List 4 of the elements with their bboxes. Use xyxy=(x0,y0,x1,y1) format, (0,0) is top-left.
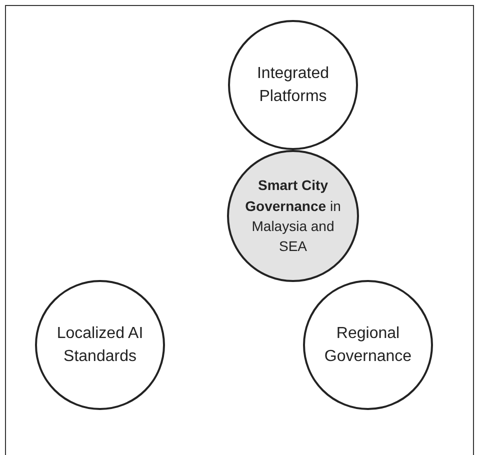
circle-label: Regional Governance xyxy=(323,324,413,367)
circle-label: Localized AI Standards xyxy=(56,324,144,367)
circle-label: Integrated Platforms xyxy=(256,64,330,107)
circle-label: Smart City Governance in Malaysia and SEA xyxy=(244,176,342,256)
